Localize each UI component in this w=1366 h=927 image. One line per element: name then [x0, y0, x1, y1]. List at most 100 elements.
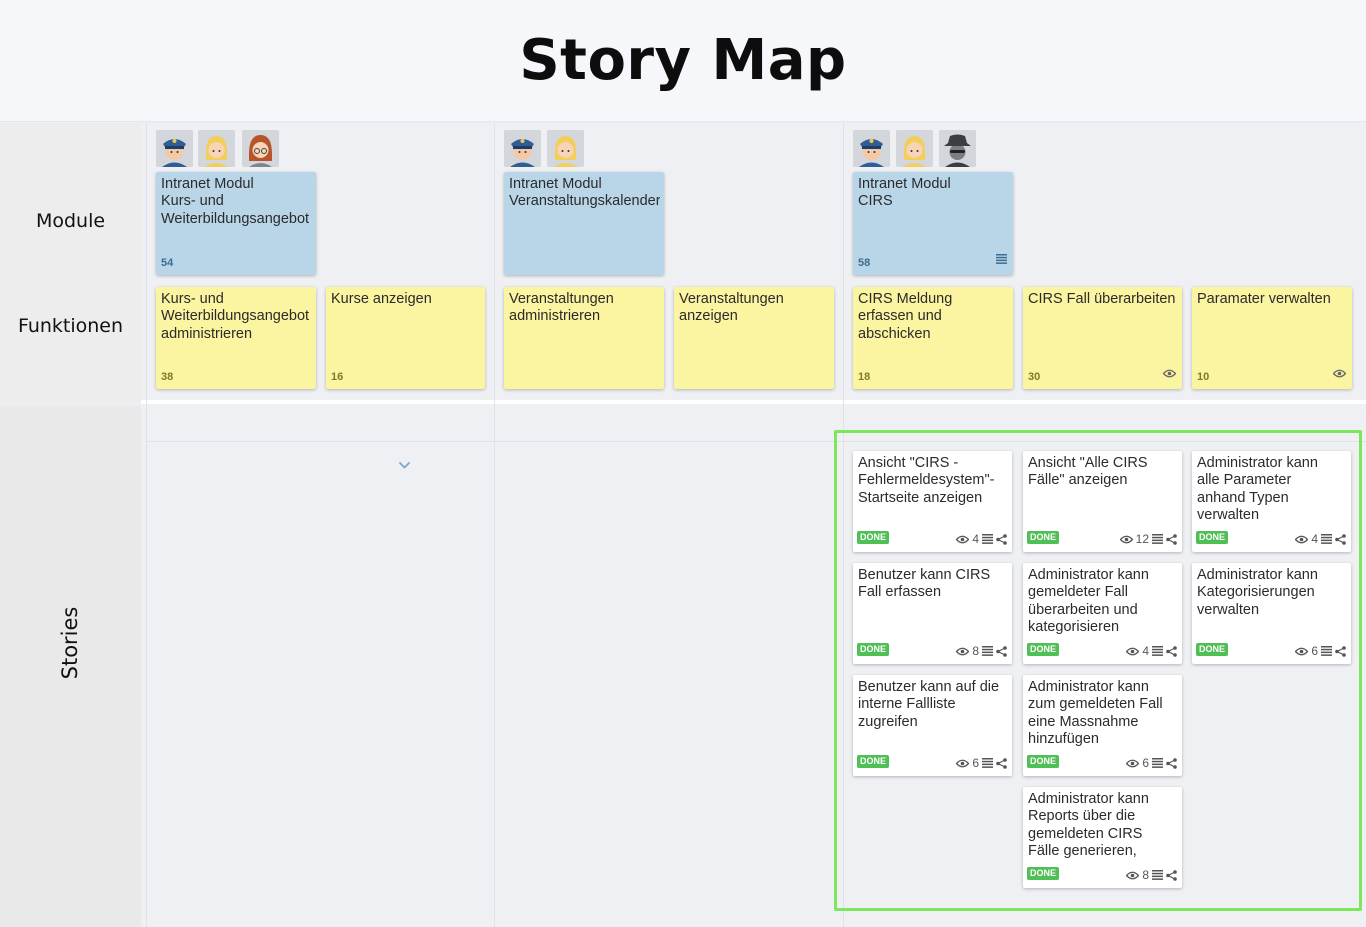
page-title: Story Map [519, 28, 847, 93]
status-badge: DONE [1027, 867, 1060, 880]
chevron-down-icon[interactable] [398, 457, 411, 475]
function-card[interactable]: CIRS Fall überarbeiten 30 [1023, 287, 1182, 389]
status-badge: DONE [1027, 531, 1060, 544]
story-card-title: Benutzer kann auf die interne Fallliste … [858, 679, 1000, 730]
police-avatar-icon [853, 130, 890, 167]
views-count: 8 [972, 644, 979, 658]
page-header: Story Map [0, 0, 1366, 122]
status-badge: DONE [857, 755, 890, 768]
story-card[interactable]: Administrator kann Kategorisierungen ver… [1192, 563, 1351, 664]
board-stories-area [141, 404, 1366, 927]
eye-icon [1162, 365, 1177, 383]
status-badge: DONE [857, 643, 890, 656]
function-card-title: Kurs- und Weiterbildungsangebot administ… [161, 291, 310, 342]
share-icon[interactable] [1335, 645, 1346, 657]
description-icon [1321, 646, 1332, 656]
eye-icon [1126, 759, 1140, 768]
share-icon[interactable] [1166, 869, 1177, 881]
function-card[interactable]: Veranstaltungen administrieren [504, 287, 664, 389]
function-card[interactable]: Paramater verwalten 10 [1192, 287, 1352, 389]
module-card[interactable]: Intranet Modul Kurs- und Weiterbildungsa… [156, 172, 316, 275]
blonde-woman-avatar-icon [896, 130, 933, 167]
function-card[interactable]: Kurs- und Weiterbildungsangebot administ… [156, 287, 316, 389]
views-count: 4 [1311, 532, 1318, 546]
row-label-module: Module [35, 210, 106, 232]
module-card[interactable]: Intranet Modul Veranstaltungskalender [504, 172, 664, 275]
function-card[interactable]: Kurse anzeigen 16 [326, 287, 485, 389]
share-icon[interactable] [1166, 645, 1177, 657]
story-card[interactable]: Benutzer kann auf die interne Fallliste … [853, 675, 1012, 776]
story-card[interactable]: Administrator kann gemeldeter Fall übera… [1023, 563, 1182, 664]
story-card-title: Administrator kann Kategorisierungen ver… [1197, 567, 1318, 618]
share-icon[interactable] [1166, 533, 1177, 545]
views-count: 12 [1135, 532, 1149, 546]
story-card-title: Ansicht "CIRS - Fehlermeldesystem"- Star… [858, 455, 995, 506]
story-card-meta: 4 [956, 532, 1007, 546]
story-card[interactable]: Administrator kann zum gemeldeten Fall e… [1023, 675, 1182, 776]
module-card-title: Intranet Modul CIRS [858, 176, 951, 210]
story-card-meta: 6 [956, 756, 1007, 770]
function-card[interactable]: Veranstaltungen anzeigen [674, 287, 834, 389]
function-card-title: Paramater verwalten [1197, 291, 1331, 307]
module-card-title: Intranet Modul Veranstaltungskalender [509, 176, 660, 210]
police-avatar-icon [504, 130, 541, 167]
function-card-title: CIRS Fall überarbeiten [1028, 291, 1176, 307]
story-card-title: Administrator kann zum gemeldeten Fall e… [1028, 679, 1163, 747]
description-icon [1152, 870, 1163, 880]
status-badge: DONE [1027, 643, 1060, 656]
function-card-title: Kurse anzeigen [331, 291, 432, 307]
share-icon[interactable] [996, 757, 1007, 769]
eye-icon [956, 647, 970, 656]
share-icon[interactable] [1166, 757, 1177, 769]
function-card-count: 18 [858, 371, 871, 383]
story-card-title: Administrator kann alle Parameter anhand… [1197, 455, 1318, 523]
story-card-meta: 6 [1295, 644, 1346, 658]
function-card-count: 38 [161, 371, 174, 383]
share-icon[interactable] [1335, 533, 1346, 545]
description-icon [1152, 758, 1163, 768]
description-icon [982, 534, 993, 544]
share-icon[interactable] [996, 533, 1007, 545]
column-divider [843, 123, 844, 927]
views-count: 4 [1142, 644, 1149, 658]
eye-icon [1295, 647, 1309, 656]
spy-avatar-icon [939, 130, 976, 167]
story-card-title: Benutzer kann CIRS Fall erfassen [858, 567, 991, 601]
row-label-stories: Stories [58, 606, 82, 680]
story-card[interactable]: Administrator kann Reports über die geme… [1023, 787, 1182, 888]
story-card[interactable]: Administrator kann alle Parameter anhand… [1192, 451, 1351, 552]
function-card-title: CIRS Meldung erfassen und abschicken [858, 291, 953, 342]
description-icon [982, 646, 993, 656]
story-card-title: Administrator kann gemeldeter Fall übera… [1028, 567, 1149, 635]
police-avatar-icon [156, 130, 193, 167]
description-icon [1321, 534, 1332, 544]
row-labels-column [0, 123, 141, 927]
blonde-woman-avatar-icon [547, 130, 584, 167]
views-count: 8 [1142, 868, 1149, 882]
stories-label-area [0, 406, 141, 927]
module-card-count: 58 [858, 257, 871, 269]
function-card-count: 16 [331, 371, 344, 383]
redhead-woman-glasses-avatar-icon [242, 130, 279, 167]
eye-icon [1126, 871, 1140, 880]
story-card-meta: 12 [1119, 532, 1177, 546]
story-card-title: Ansicht "Alle CIRS Fälle" anzeigen [1028, 455, 1148, 489]
function-card-title: Veranstaltungen administrieren [509, 291, 614, 325]
story-card-meta: 6 [1126, 756, 1177, 770]
status-badge: DONE [1196, 531, 1229, 544]
status-badge: DONE [1196, 643, 1229, 656]
story-card-meta: 4 [1295, 532, 1346, 546]
story-card-meta: 8 [956, 644, 1007, 658]
share-icon[interactable] [996, 645, 1007, 657]
eye-icon [1295, 535, 1309, 544]
module-card-count: 54 [161, 257, 174, 269]
eye-icon [956, 535, 970, 544]
blonde-woman-avatar-icon [198, 130, 235, 167]
description-icon [996, 251, 1007, 269]
function-card[interactable]: CIRS Meldung erfassen und abschicken 18 [853, 287, 1013, 389]
eye-icon [1332, 365, 1347, 383]
module-card[interactable]: Intranet Modul CIRS 58 [853, 172, 1013, 275]
story-card[interactable]: Ansicht "CIRS - Fehlermeldesystem"- Star… [853, 451, 1012, 552]
